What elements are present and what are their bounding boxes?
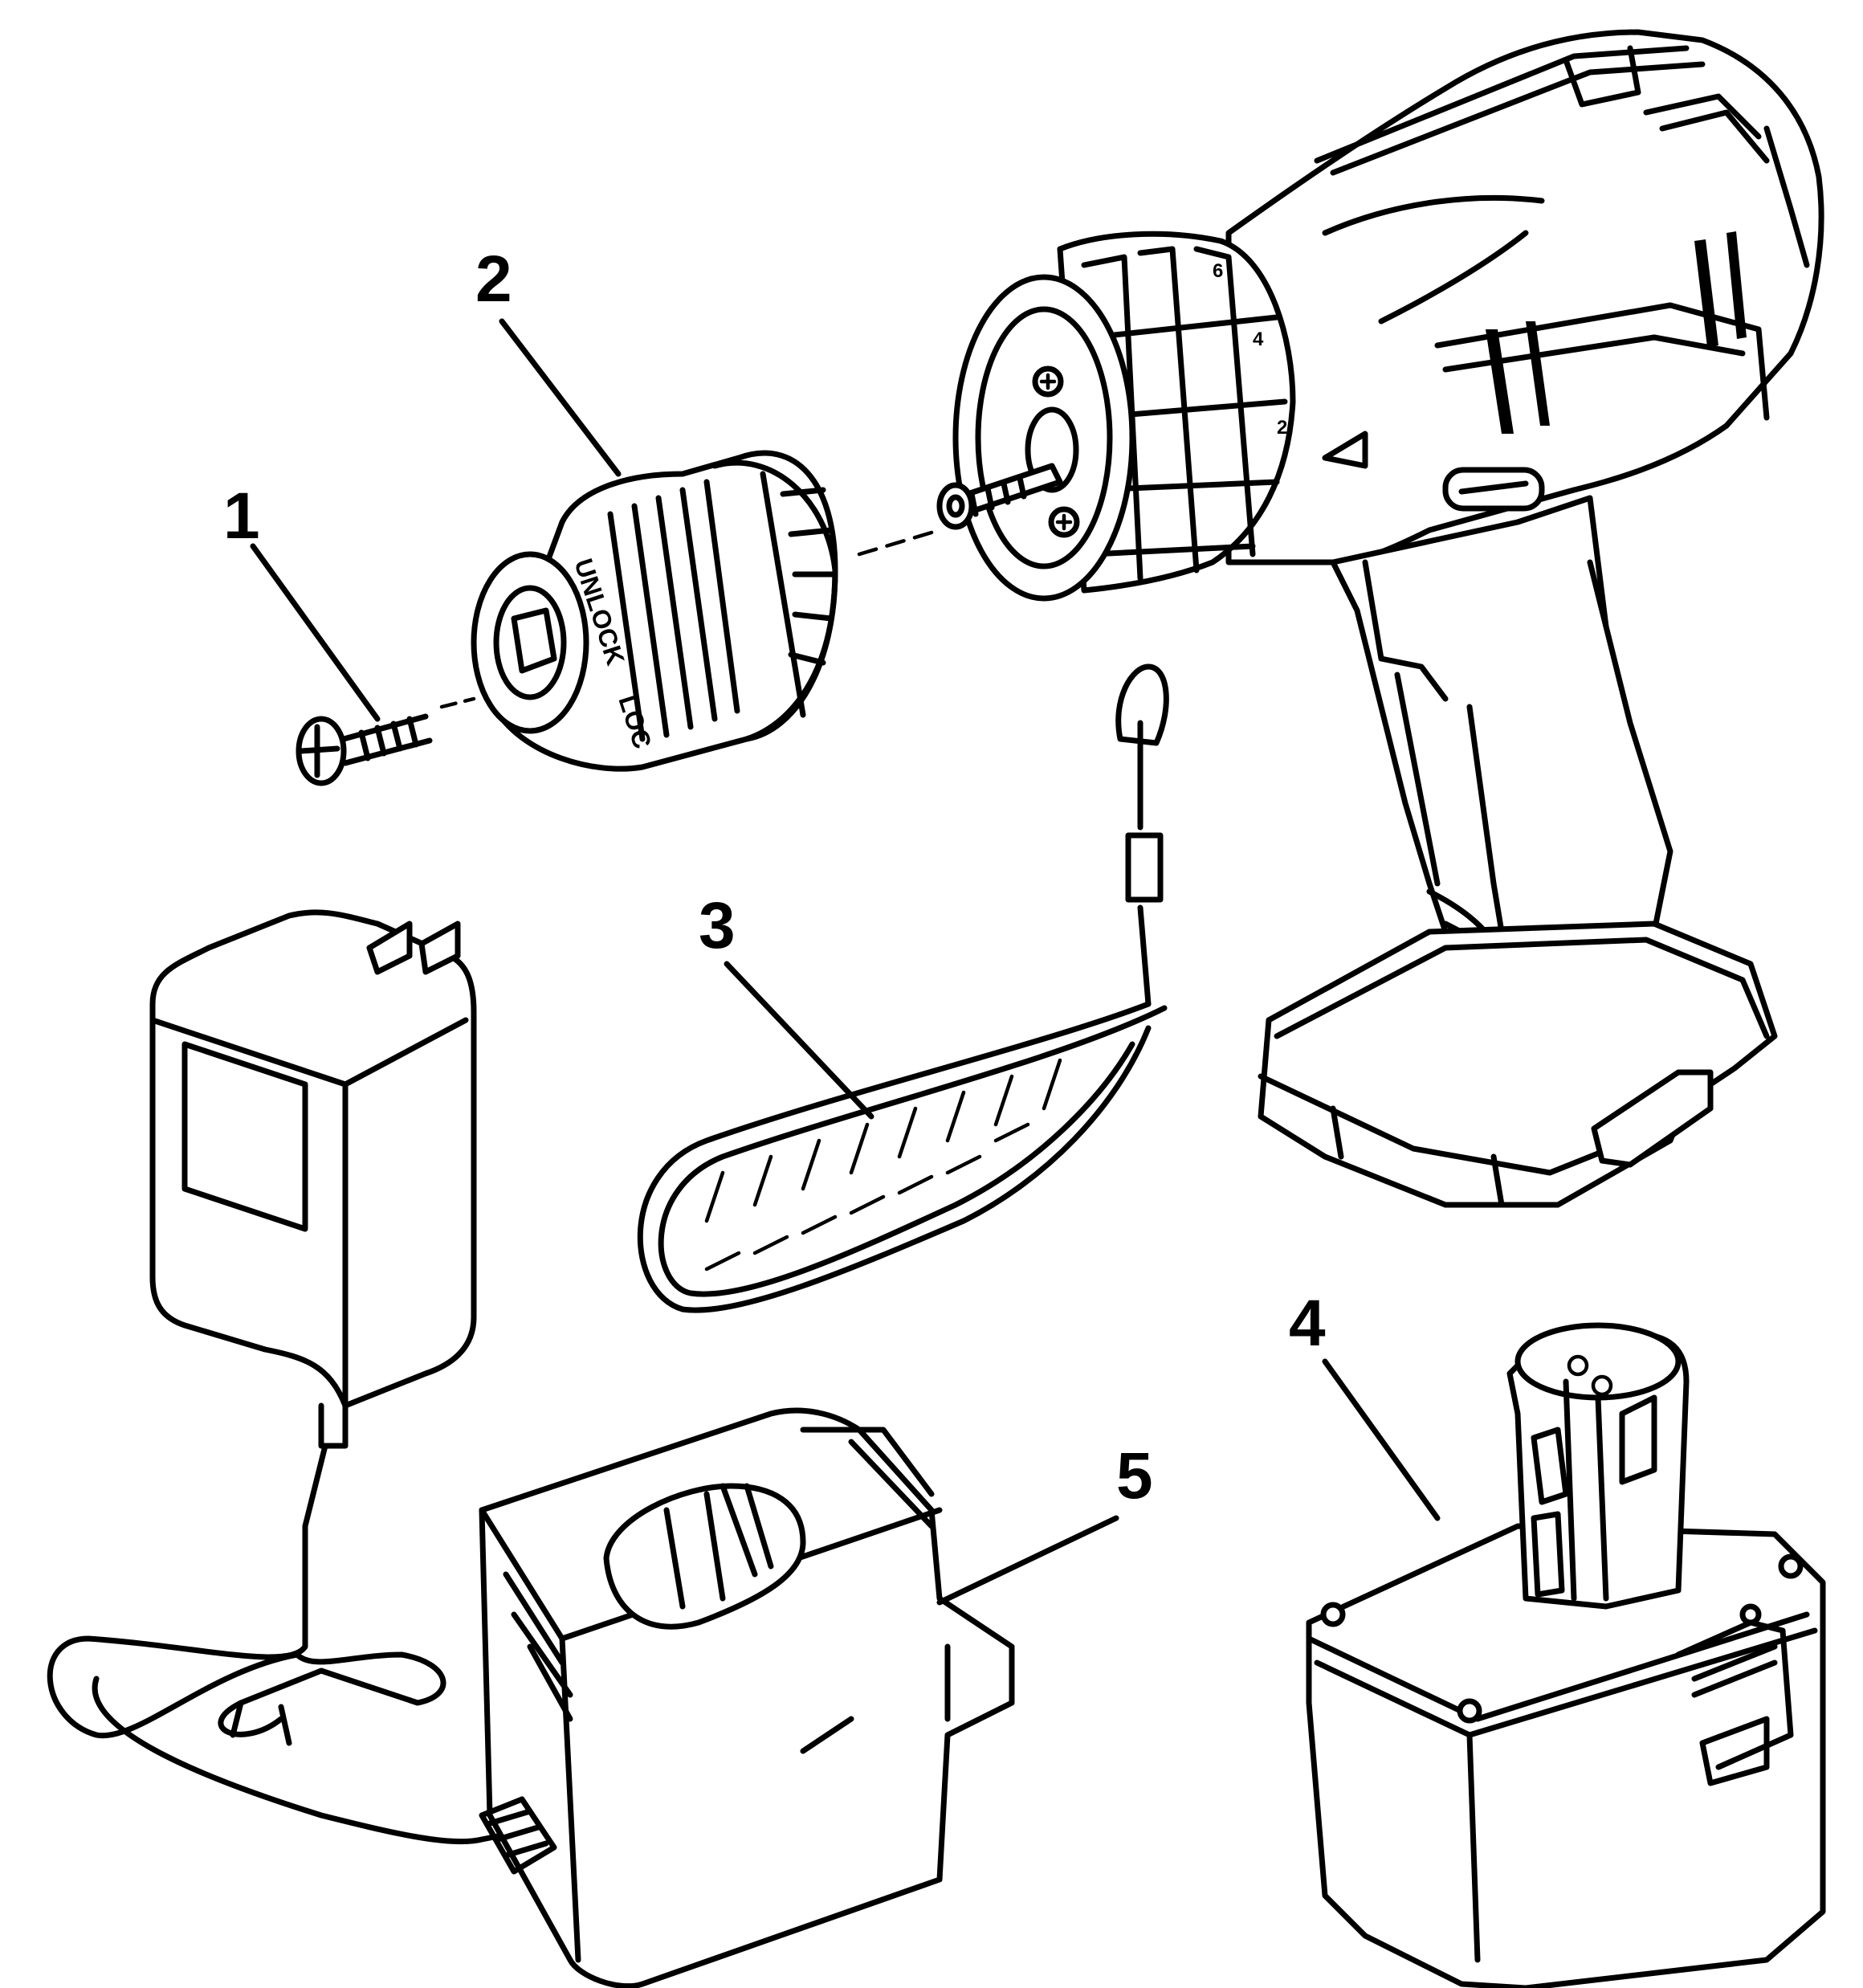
battery-pack-illustration — [1306, 1322, 1826, 1988]
ac-adapter-illustration — [47, 909, 525, 1845]
wrist-strap-illustration — [637, 663, 1169, 1313]
callout-5: 5 — [1116, 1439, 1153, 1512]
clutch-mark-2: 2 — [1277, 417, 1287, 439]
callout-leaders — [250, 318, 1441, 1606]
callout-2: 2 — [475, 243, 512, 316]
leader-line-1 — [250, 543, 381, 722]
callout-3: 3 — [699, 889, 736, 962]
chuck-illustration: UNLOCK LOC — [471, 450, 942, 772]
callout-4: 4 — [1289, 1287, 1326, 1360]
leader-line-4 — [1322, 1358, 1441, 1521]
callout-numbers: 1 2 3 4 5 — [223, 243, 1326, 1512]
screw-illustration — [296, 696, 476, 786]
callout-1: 1 — [223, 480, 260, 553]
leader-line-3 — [724, 961, 874, 1120]
clutch-mark-4: 4 — [1253, 329, 1264, 350]
charger-illustration — [479, 1407, 1015, 1988]
clutch-mark-6: 6 — [1213, 260, 1223, 282]
leader-line-5 — [936, 1515, 1119, 1606]
drill-illustration: 6 4 2 — [936, 29, 1824, 1208]
leader-line-2 — [499, 318, 622, 477]
